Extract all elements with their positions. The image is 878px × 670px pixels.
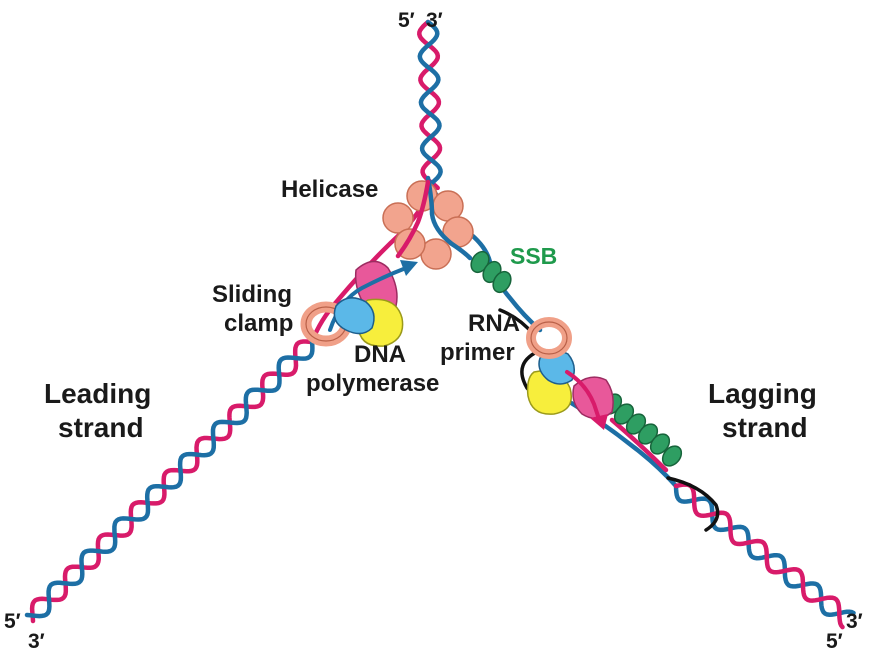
leading-strand-label-line1: Leading: [44, 378, 151, 409]
lagging-arrowhead: [590, 414, 608, 430]
top-duplex-blue-strand: [417, 19, 443, 191]
dna-polymerase-label-line1: DNA: [354, 341, 406, 368]
helicase-pink-strand-through: [395, 179, 431, 259]
helicase-subunit: [382, 202, 414, 234]
lagging-duplex-blue-strand: [673, 483, 856, 617]
sliding-clamp-label-line1: Sliding: [212, 281, 292, 308]
dna-strands: [24, 19, 856, 630]
ssb-bead: [661, 445, 683, 467]
right-five-prime-label: 5′: [826, 630, 843, 653]
lagging-okazaki-fragment: [666, 476, 720, 532]
top-five-prime-label: 5′: [398, 9, 415, 32]
dna-polymerase-label-line2: polymerase: [306, 370, 439, 397]
leading-polymerase-blue: [333, 297, 375, 335]
helicase-label: Helicase: [281, 176, 378, 203]
lagging-strand-label-line2: strand: [722, 412, 808, 443]
rna-primer-label-line2: primer: [440, 339, 515, 366]
leading-arrowhead: [400, 260, 418, 276]
lagging-replisome: [526, 317, 614, 430]
labels: 5′ 3′ Helicase SSB Sliding clamp DNA pol…: [4, 9, 863, 653]
sliding-clamp-label-line2: clamp: [224, 310, 293, 337]
lagging-sliding-clamp-outline: [530, 321, 568, 355]
top-three-prime-label: 3′: [426, 9, 443, 32]
rna-primer-label-line1: RNA: [468, 310, 520, 337]
lagging-duplex-pink-strand: [673, 482, 845, 630]
leading-duplex-blue-strand: [24, 339, 315, 619]
leading-strand-label-line2: strand: [58, 412, 144, 443]
ssb-label: SSB: [510, 243, 557, 269]
leading-duplex-pink-strand: [29, 339, 315, 624]
leading-replisome: [300, 260, 418, 347]
lagging-new-pink-under-ssb: [609, 417, 669, 473]
ssb-bead: [649, 433, 671, 455]
right-three-prime-label: 3′: [846, 610, 863, 633]
ssb-bead: [492, 270, 512, 294]
lagging-strand-label-line1: Lagging: [708, 378, 817, 409]
left-three-prime-label: 3′: [28, 630, 45, 653]
helicase: [382, 175, 474, 270]
left-five-prime-label: 5′: [4, 610, 21, 633]
helicase-blue-strand-through: [425, 175, 473, 261]
